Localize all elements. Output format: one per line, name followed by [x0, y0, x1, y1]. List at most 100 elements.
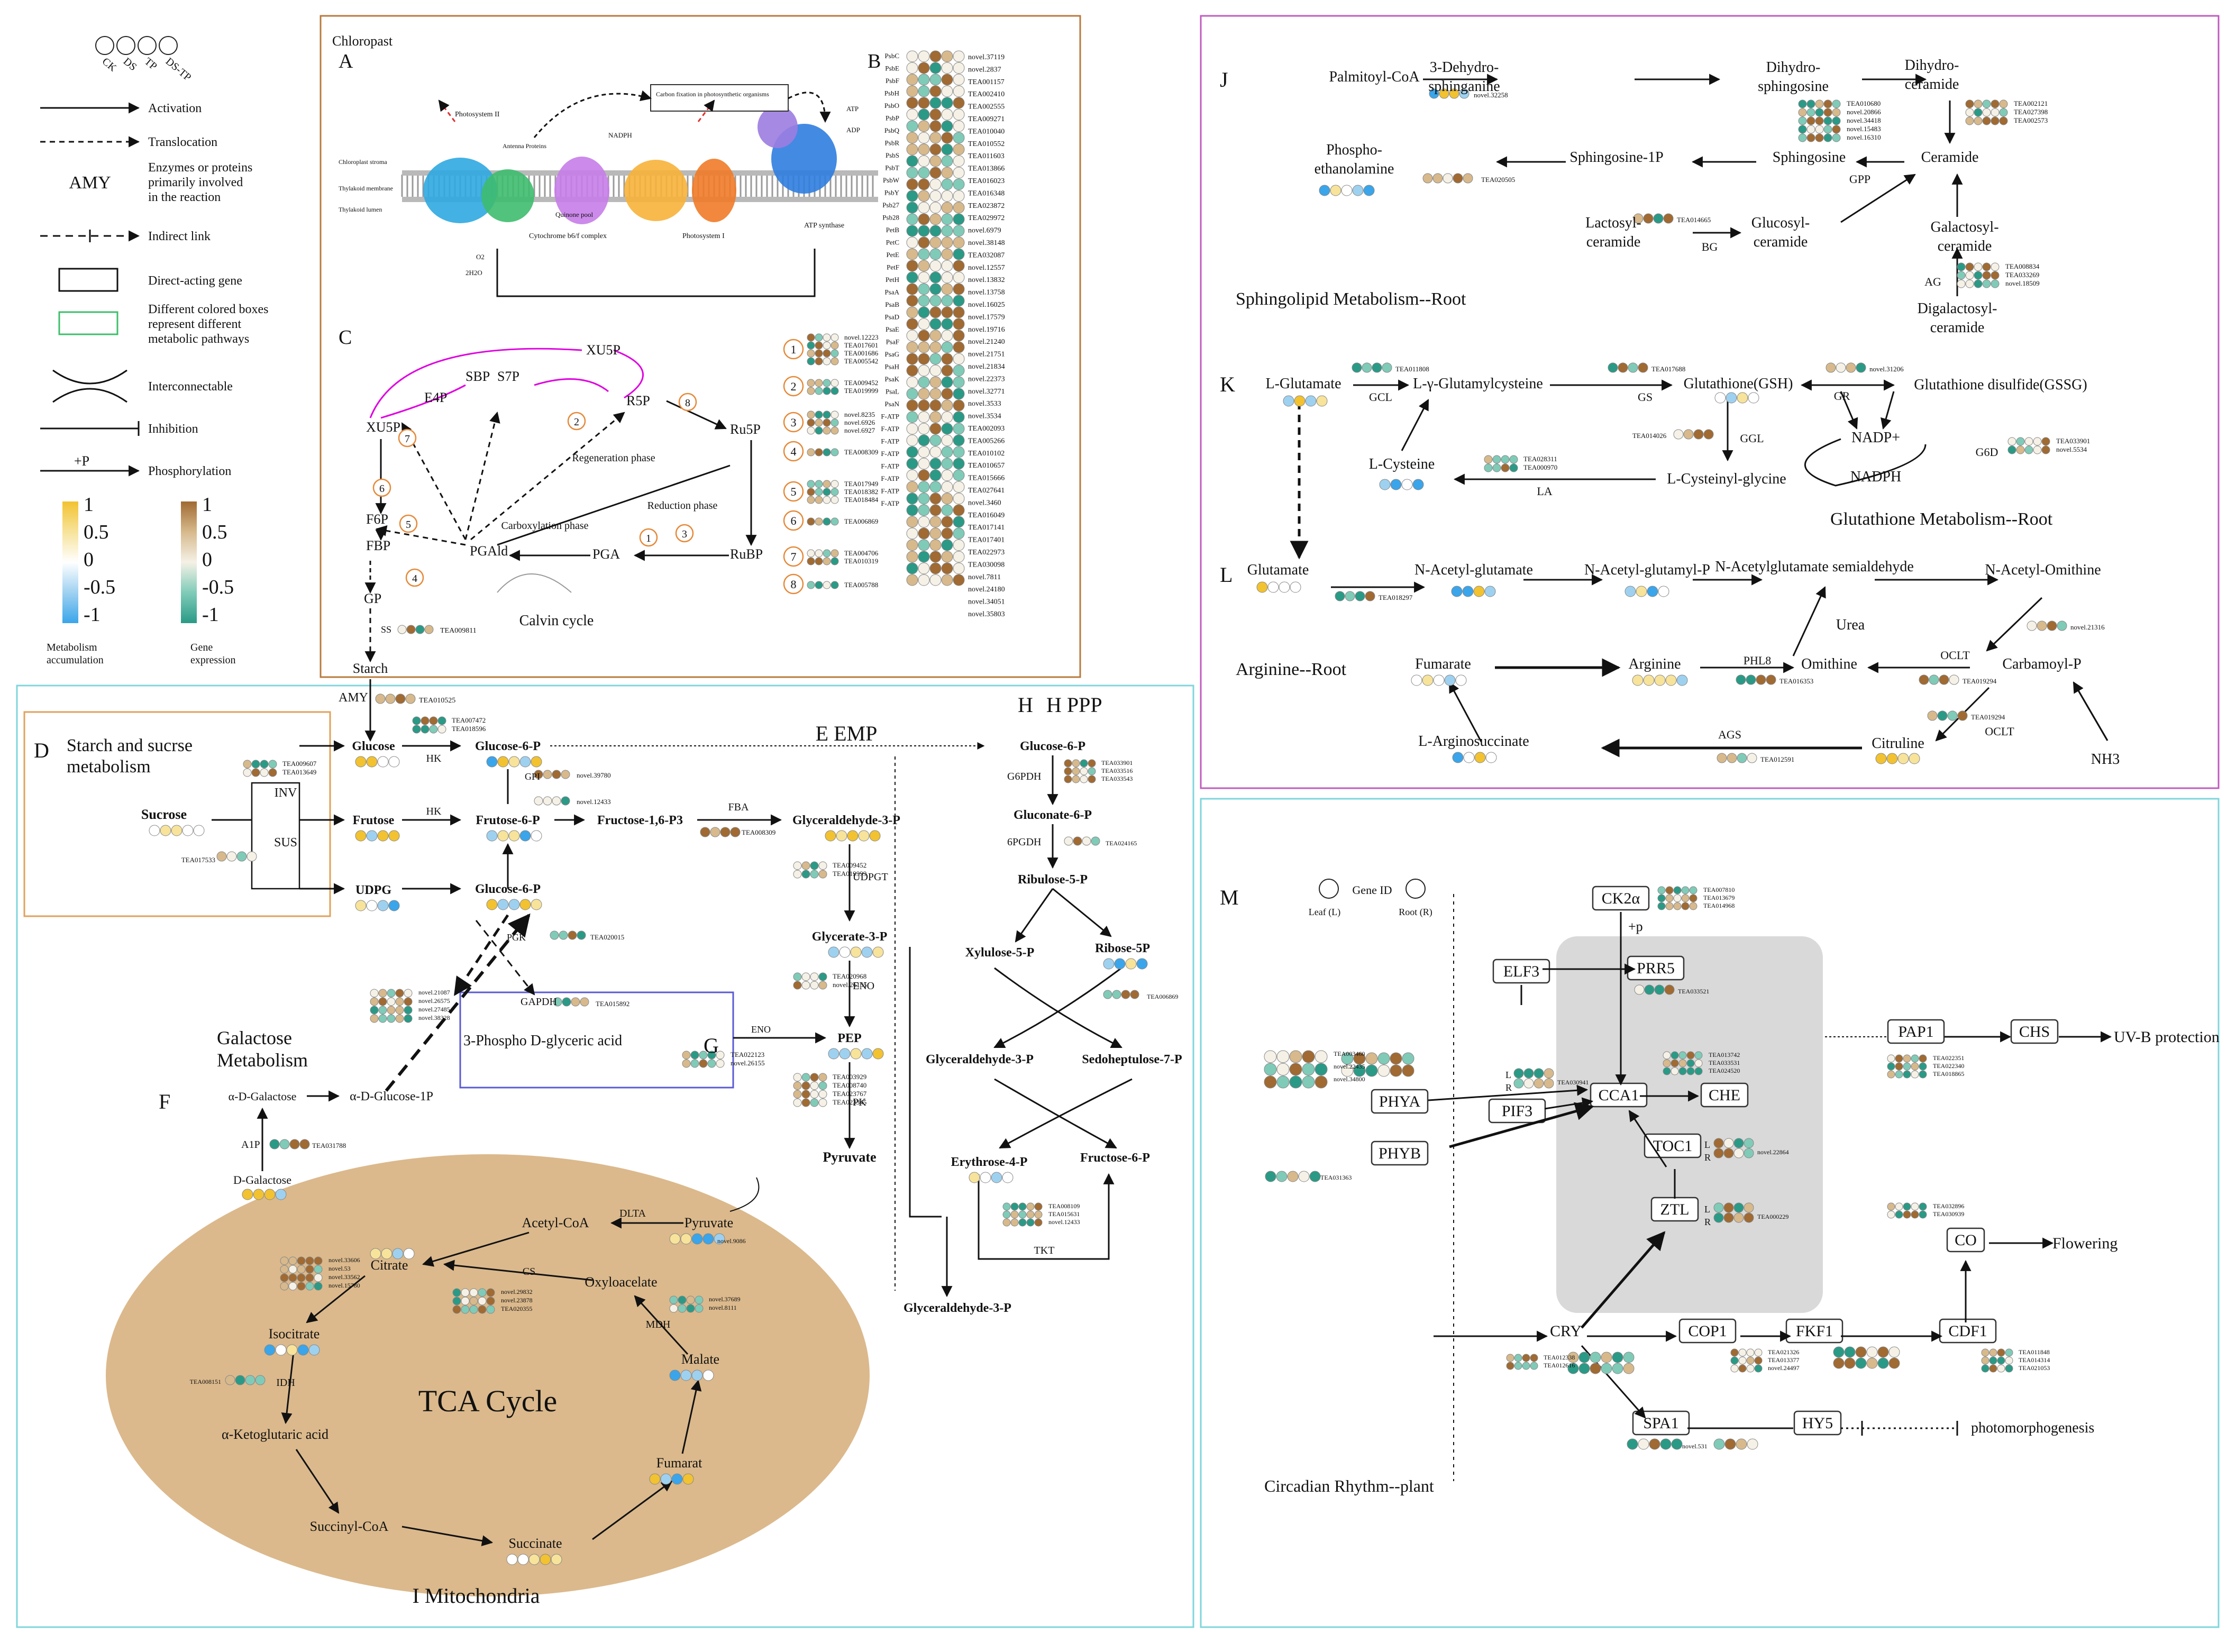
- gene-row-label: PsaL: [886, 388, 899, 396]
- gene-chip: [375, 693, 386, 704]
- gene-chip: [1919, 1202, 1927, 1211]
- gene-id: novel.8235: [844, 410, 875, 418]
- gene-chip: [941, 167, 953, 179]
- gene-chip: [1010, 1218, 1019, 1227]
- gene-chip: [1088, 759, 1096, 768]
- gene-chip: [412, 716, 421, 725]
- gene-row-label: PsaK: [885, 375, 900, 383]
- gene-chip: [818, 861, 827, 870]
- gene-chip: [1911, 1070, 1919, 1079]
- gene-box: [1678, 1318, 1737, 1344]
- gene-chip: [1657, 894, 1666, 902]
- gene-chip: [1484, 455, 1493, 464]
- gene-id: novel.8111: [709, 1304, 737, 1311]
- gene-id: TEA008834: [2005, 262, 2040, 270]
- gene-chip: [941, 108, 953, 121]
- gene-chip: [1730, 1348, 1739, 1357]
- pathway-arrow: [681, 1379, 702, 1454]
- gene-id: TEA010040: [968, 127, 1005, 135]
- gene-chip: [929, 551, 942, 563]
- gene-id: novel.12223: [844, 333, 879, 341]
- panel-letter: M: [1220, 886, 1239, 909]
- panel-letter: L: [1220, 563, 1233, 587]
- phosphorylation-label: +p: [1628, 919, 1643, 934]
- gene-chip: [268, 768, 277, 777]
- enzyme-number-circle: [639, 528, 658, 547]
- gene-chip: [245, 1375, 255, 1385]
- arginine-metabolite: N-Acetyl-glutamate: [1414, 562, 1533, 578]
- gene-chip: [1523, 1078, 1534, 1089]
- gene-chip: [669, 1295, 678, 1304]
- gene-chip: [2024, 437, 2033, 446]
- gene-chip: [1287, 1171, 1299, 1182]
- gene-chip: [830, 341, 839, 350]
- gene-chip: [906, 120, 918, 132]
- gene-id: TEA017533: [181, 856, 215, 864]
- panel-letter: H: [1018, 693, 1033, 717]
- gene-chip: [562, 997, 571, 1007]
- gene-id: TEA023872: [968, 202, 1005, 210]
- gene-id: TEA009607: [282, 760, 317, 768]
- gene-chip: [823, 341, 831, 350]
- metabolite: Frutose-6-P: [476, 814, 540, 827]
- gene-chip: [1877, 1346, 1889, 1358]
- metabolite-chip: [858, 830, 870, 842]
- gene-chip: [918, 132, 930, 144]
- gene-chip: [953, 574, 965, 586]
- gene-chip: [1798, 125, 1807, 134]
- gene-chip: [1130, 990, 1139, 999]
- gene-chip: [941, 143, 953, 156]
- gene-chip: [1974, 271, 1983, 280]
- gene-chip: [906, 434, 918, 446]
- gene-chip: [1888, 1346, 1900, 1358]
- legend-line-samples: [40, 102, 140, 477]
- gene-chip: [953, 85, 965, 97]
- photosynthesis-label: 2H2O: [466, 269, 482, 277]
- gene-id: TEA017601: [844, 341, 878, 349]
- gene-chip: [1080, 759, 1088, 768]
- calvin-node: S7P: [497, 369, 519, 384]
- gene-chip: [1484, 463, 1493, 472]
- circadian-gene: CHS: [2019, 1023, 2050, 1041]
- gene-chip: [906, 62, 918, 74]
- gene-chip: [941, 306, 953, 318]
- tca-metabolite: α-Ketoglutaric acid: [222, 1427, 328, 1442]
- enzyme-label: LA: [1537, 485, 1552, 498]
- photosynthesis-label: ATP synthase: [804, 222, 844, 230]
- legend-green-box: [58, 311, 118, 335]
- gene-chip: [941, 353, 953, 365]
- gene-chip: [807, 341, 815, 350]
- gene-id: TEA012616: [1544, 1362, 1575, 1369]
- metabolite-chip: [669, 1233, 681, 1245]
- gene-chip: [815, 480, 823, 488]
- gene-chip: [1681, 902, 1690, 910]
- gene-chip: [953, 399, 965, 412]
- colorbar-tick: 1: [84, 494, 94, 516]
- gene-chip: [1064, 767, 1072, 775]
- panel-title: Chloropast: [332, 33, 393, 49]
- metabolite-chip: [1363, 185, 1375, 196]
- gene-chip: [1663, 1067, 1671, 1075]
- gene-id: TEA004706: [844, 549, 879, 557]
- gene-id: TEA033531: [1709, 1059, 1740, 1066]
- gene-id: TEA022351: [1933, 1054, 1964, 1062]
- metabolite-chip: [388, 900, 400, 911]
- metabolite: Pyruvate: [823, 1149, 876, 1165]
- gene-chip: [2016, 437, 2025, 446]
- gene-id: TEA005542: [844, 357, 878, 365]
- photosynthesis-label: Chloroplast stroma: [339, 158, 387, 166]
- gene-chip: [941, 376, 953, 388]
- gene-chip: [1681, 894, 1690, 902]
- gene-chip: [906, 364, 918, 377]
- gene-chip: [793, 1073, 802, 1082]
- pathway-arrow: [422, 1231, 530, 1267]
- tca-metabolite: Succinyl-CoA: [310, 1519, 389, 1534]
- metabolite-chip: [149, 825, 160, 836]
- gene-chip: [280, 1265, 289, 1274]
- gene-chip: [918, 97, 930, 109]
- gene-chip: [1713, 1138, 1724, 1148]
- metabolite-chip: [506, 1554, 518, 1565]
- metabolite: D-Galactose: [233, 1173, 291, 1186]
